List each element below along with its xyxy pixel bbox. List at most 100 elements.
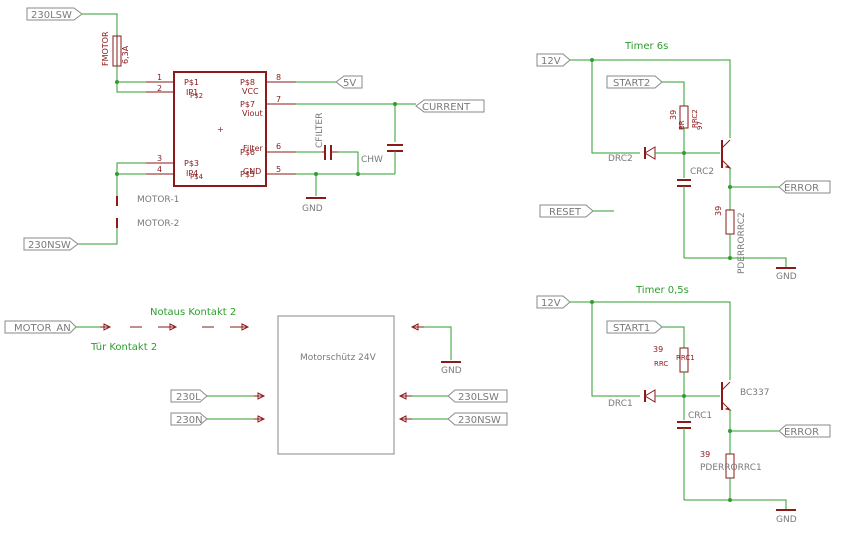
svg-text:GND: GND (441, 366, 462, 376)
label-reset[interactable]: RESET (539, 204, 594, 218)
label-5v[interactable]: 5V (335, 75, 363, 89)
svg-text:12V: 12V (541, 298, 561, 309)
diode-drc2: DRC2 (608, 146, 656, 164)
transistor-bc337: BC337 (721, 381, 769, 411)
svg-text:MOTOR_AN: MOTOR_AN (14, 323, 71, 334)
svg-text:RESET: RESET (549, 207, 582, 218)
svg-text:12V: 12V (541, 56, 561, 67)
svg-text:2: 2 (157, 84, 162, 93)
svg-text:MOTOR-2: MOTOR-2 (137, 219, 179, 229)
svg-text:230NSW: 230NSW (458, 415, 501, 426)
svg-text:PDERRORRC2: PDERRORRC2 (737, 212, 747, 274)
svg-text:5V: 5V (343, 78, 356, 89)
net-name-tuer: Tür Kontakt 2 (90, 342, 157, 353)
svg-text:BR: BR (678, 120, 686, 130)
net-name-timer6: Timer 6s (624, 41, 668, 52)
label-current[interactable]: CURRENT (415, 99, 485, 113)
svg-text:CFILTER: CFILTER (315, 113, 325, 148)
svg-text:P$5: P$5 (240, 170, 255, 179)
svg-text:START1: START1 (613, 323, 650, 334)
svg-text:VCC: VCC (242, 87, 259, 96)
svg-text:DRC2: DRC2 (608, 154, 633, 164)
svg-text:P$1: P$1 (184, 78, 199, 87)
svg-text:RRC: RRC (654, 360, 668, 368)
svg-text:230LSW: 230LSW (31, 10, 72, 21)
svg-text:230L: 230L (176, 392, 201, 403)
svg-text:CRC2: CRC2 (690, 167, 714, 177)
svg-text:RRC2: RRC2 (691, 109, 699, 128)
svg-text:5: 5 (276, 165, 281, 174)
label-230nsw-right[interactable]: 230NSW (447, 412, 508, 426)
svg-text:Motorschütz 24V: Motorschütz 24V (300, 353, 377, 363)
svg-text:BC337: BC337 (740, 388, 769, 398)
label-230nsw-left[interactable]: 230NSW (23, 237, 79, 251)
svg-text:39: 39 (700, 450, 710, 459)
svg-text:CURRENT: CURRENT (422, 102, 471, 113)
svg-text:1: 1 (157, 73, 162, 82)
ground-symbol-4: GND (776, 509, 797, 525)
label-start2[interactable]: START2 (606, 75, 663, 89)
svg-text:8: 8 (276, 73, 281, 82)
svg-text:GND: GND (243, 167, 261, 176)
svg-text:IP4: IP4 (186, 169, 198, 178)
wire-fuse-ic-pin1 (116, 66, 174, 83)
svg-text:P$8: P$8 (240, 78, 255, 87)
label-error-b[interactable]: ERROR (778, 424, 831, 438)
current-sensor-ic: P$1 IP1 P$3 IP4 P$8 VCC P$7 Viout P$6 Fi… (173, 71, 267, 187)
svg-text:P$6: P$6 (240, 148, 255, 157)
svg-text:6,3A: 6,3A (121, 45, 130, 64)
label-error-a[interactable]: ERROR (778, 180, 831, 194)
capacitor-crc1: CRC1 (677, 411, 712, 429)
resistor-rrc1: 39 RRC1 RRC (653, 345, 695, 373)
current-sensor-section: 230LSW FMOTOR 6,3A P$1 IP1 P$3 IP4 P$8 V… (23, 7, 485, 251)
svg-text:MOTOR-1: MOTOR-1 (137, 195, 179, 205)
diode-drc1: DRC1 (608, 389, 656, 409)
svg-text:START2: START2 (613, 78, 650, 89)
label-start1[interactable]: START1 (606, 320, 663, 334)
label-12v-a[interactable]: 12V (536, 53, 571, 67)
fuse-fmotor: FMOTOR 6,3A (101, 31, 130, 67)
svg-text:GND: GND (302, 204, 323, 214)
net-name-notaus: Notaus Kontakt 2 (150, 307, 236, 318)
wire-ic-pin2 (116, 82, 174, 93)
svg-text:230NSW: 230NSW (28, 240, 71, 251)
motor-contactor-section: MOTOR_AN Notaus Kontakt 2 Tür Kontakt 2 … (4, 307, 508, 455)
junction (115, 80, 119, 84)
svg-text:PDERRORRC1: PDERRORRC1 (700, 463, 762, 473)
svg-text:RRC1: RRC1 (676, 354, 695, 362)
ground-symbol-3: GND (441, 361, 462, 376)
svg-text:IP1: IP1 (186, 88, 198, 97)
svg-text:Filter: Filter (243, 144, 264, 153)
label-230lsw-top[interactable]: 230LSW (26, 7, 83, 21)
label-230lsw-right[interactable]: 230LSW (447, 389, 508, 403)
svg-text:P$7: P$7 (240, 100, 255, 109)
label-230n[interactable]: 230N (170, 412, 208, 426)
svg-text:39: 39 (669, 110, 678, 120)
svg-text:CHW: CHW (361, 155, 383, 165)
motor-connector: MOTOR-1 MOTOR-2 (116, 195, 179, 229)
capacitor-crc2: CRC2 (677, 167, 714, 187)
svg-text:97: 97 (696, 121, 704, 130)
timer-05s-section: 12V Timer 0,5s START1 39 RRC1 RRC DRC1 (536, 285, 831, 525)
motorschuetz-box: Motorschütz 24V (277, 315, 395, 455)
ground-symbol-2: GND (776, 267, 797, 282)
ic-origin-mark: + (217, 125, 224, 134)
transistor-q2 (721, 139, 732, 169)
svg-text:7: 7 (276, 95, 281, 104)
net-name-timer05: Timer 0,5s (635, 285, 689, 296)
svg-text:230LSW: 230LSW (458, 392, 499, 403)
svg-text:GND: GND (776, 515, 797, 525)
svg-text:4: 4 (157, 165, 162, 174)
ground-symbol-1: GND (302, 197, 326, 214)
svg-text:P$2: P$2 (190, 92, 203, 100)
svg-text:P$3: P$3 (184, 159, 199, 168)
svg-text:P$4: P$4 (190, 173, 204, 181)
capacitor-chw: CHW (361, 144, 403, 165)
wire-ic-pin3 (116, 162, 146, 175)
resistor-pderrorrc1: 39 PDERRORRC1 (700, 450, 762, 479)
label-motor-an[interactable]: MOTOR_AN (4, 320, 77, 334)
label-12v-b[interactable]: 12V (536, 295, 571, 309)
svg-text:Viout: Viout (242, 109, 263, 118)
label-230l[interactable]: 230L (170, 389, 208, 403)
